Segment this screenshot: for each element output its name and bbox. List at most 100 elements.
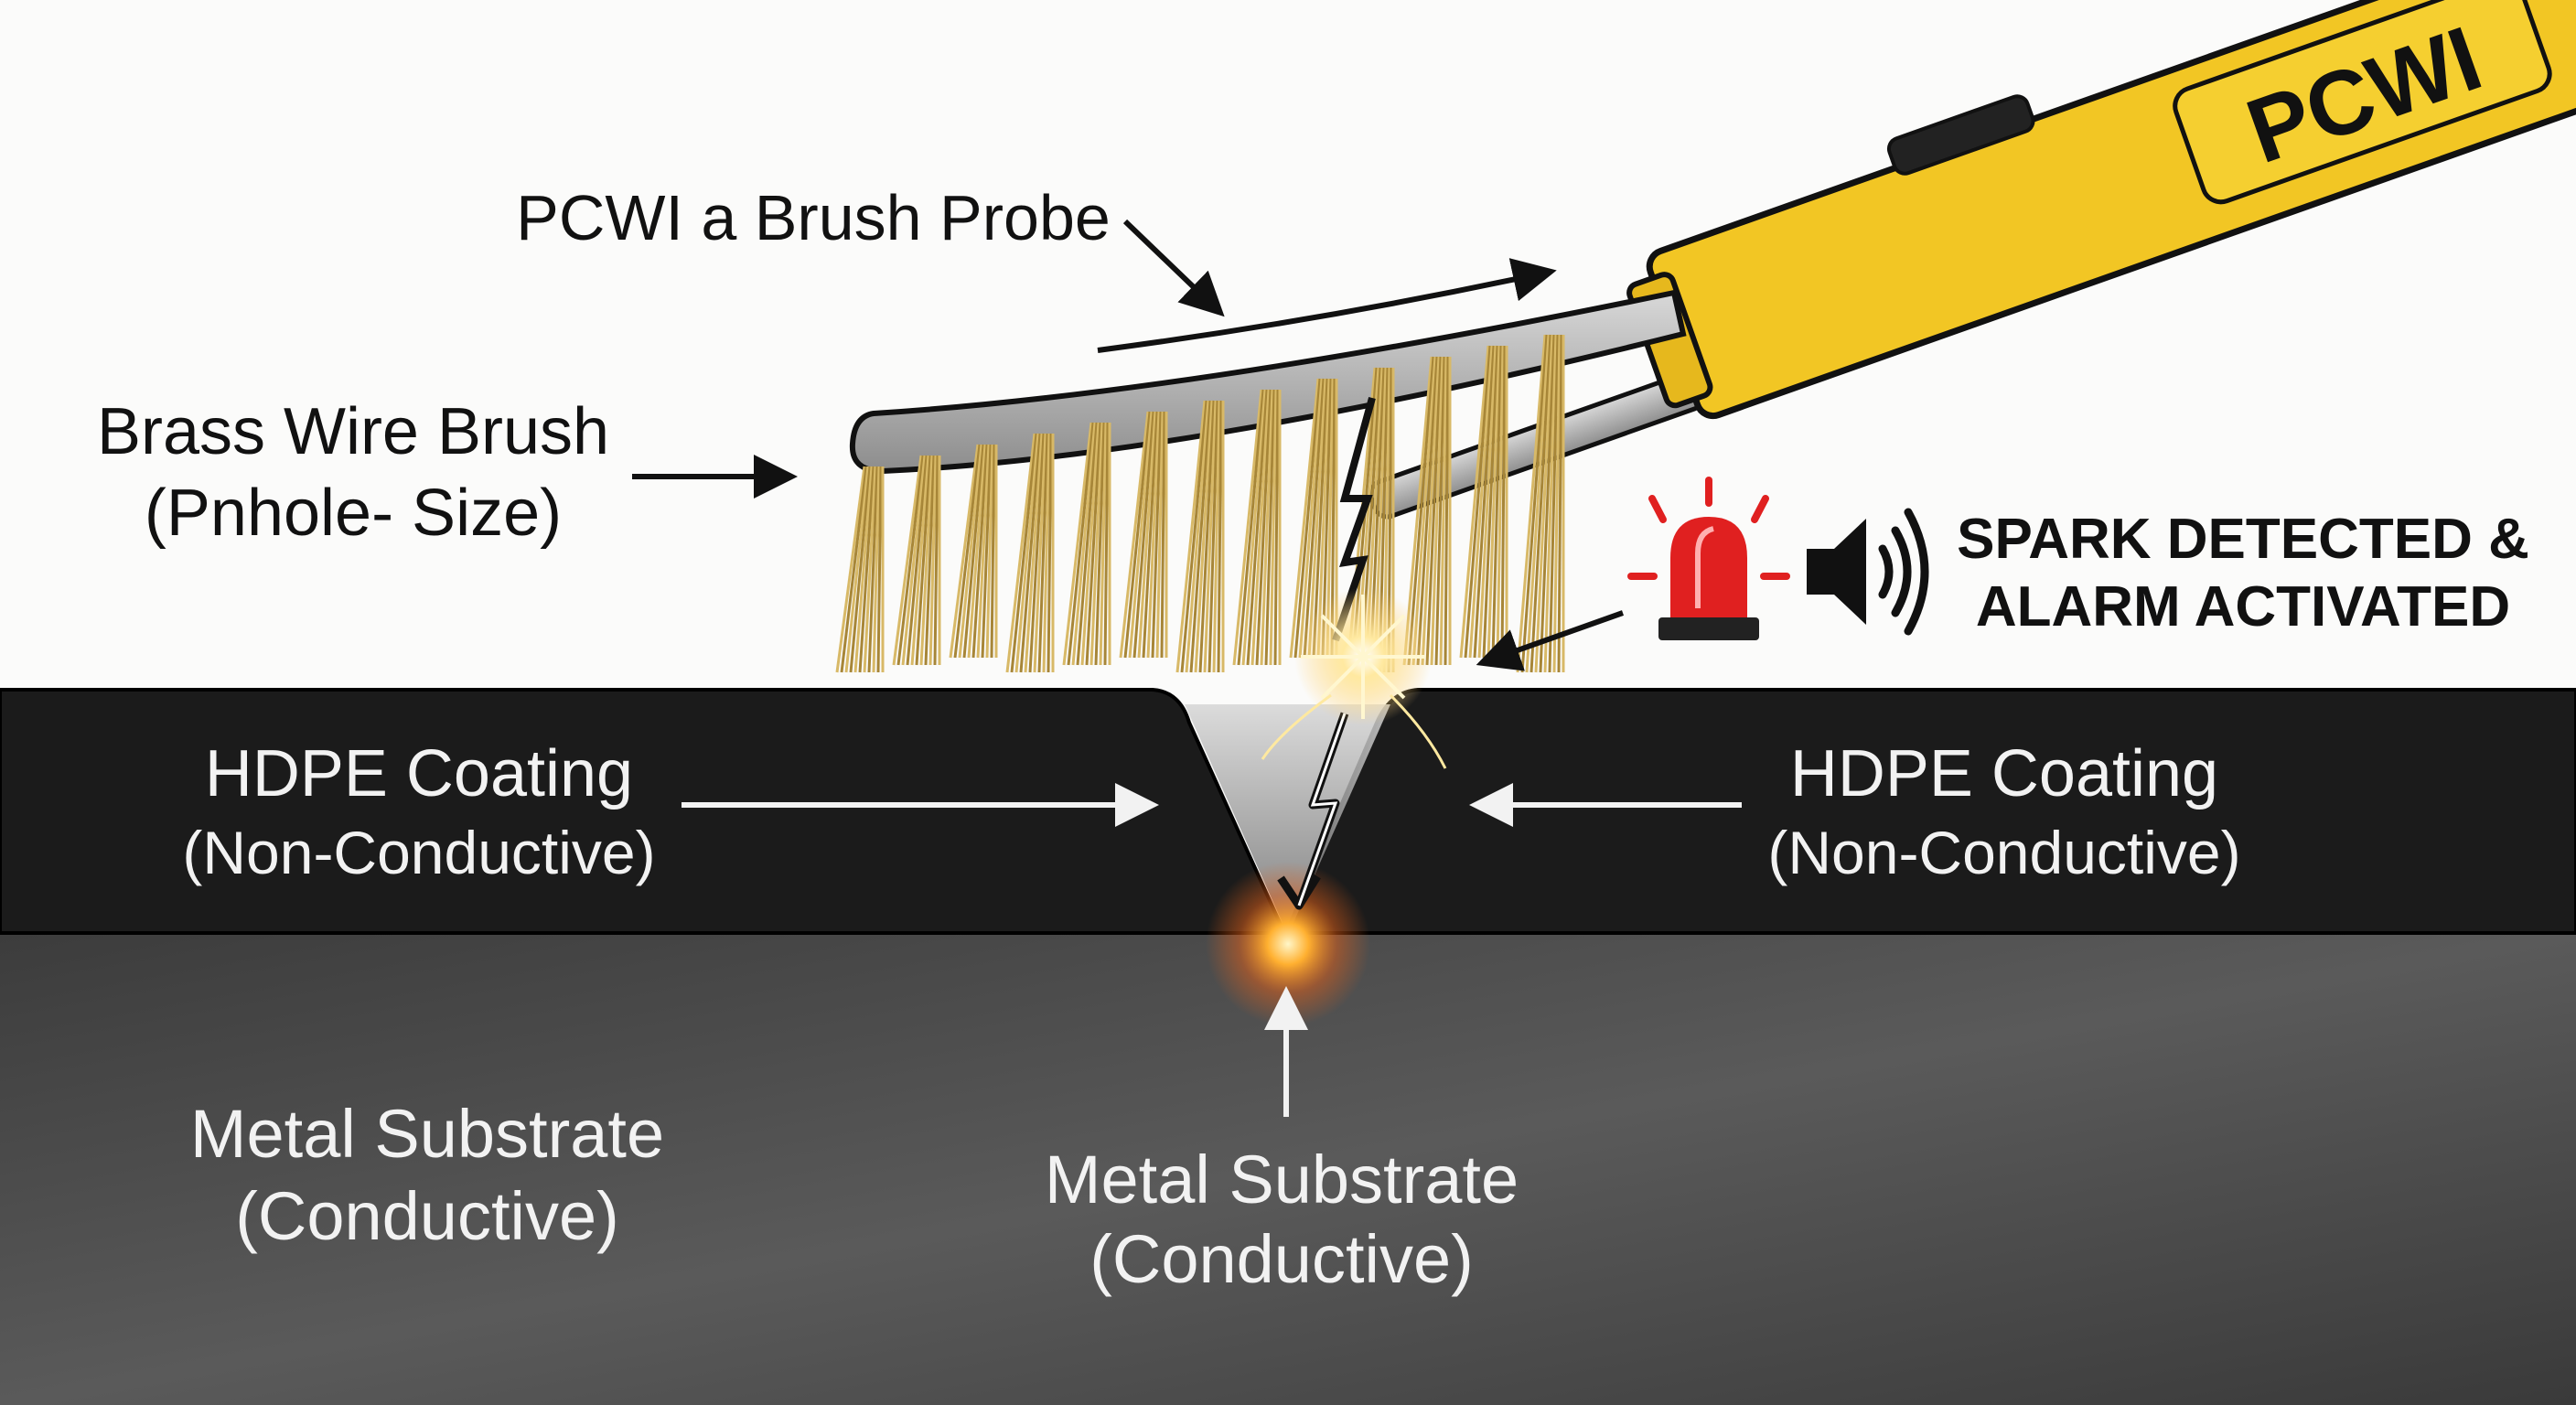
substrate-center-label-line1: Metal Substrate — [1045, 1142, 1519, 1217]
bristle — [906, 455, 928, 666]
bristle — [849, 466, 872, 673]
bristle — [1539, 334, 1556, 673]
bristle — [1198, 400, 1216, 673]
bristle — [1128, 411, 1154, 659]
bristle — [1289, 378, 1320, 659]
bristle — [1089, 422, 1104, 666]
bristle — [1250, 389, 1271, 666]
spark-icon — [1261, 588, 1447, 769]
bristle — [1046, 433, 1053, 673]
spark-pointer-arrow — [1476, 610, 1625, 671]
coating-right-label-line1: HDPE Coating — [1790, 737, 2218, 810]
bristle — [1552, 334, 1562, 673]
bristle — [1482, 345, 1499, 659]
bristle — [1189, 400, 1212, 673]
bristle — [1525, 334, 1551, 673]
bristle — [876, 466, 883, 673]
bristle — [953, 444, 982, 659]
bristle — [1019, 433, 1042, 673]
substrate-left-label-line2: (Conductive) — [235, 1178, 619, 1254]
contact-glow — [1206, 862, 1370, 1026]
bristle — [1530, 334, 1552, 673]
bristle — [1434, 356, 1446, 666]
brush-label-line2: (Pnhole- Size) — [145, 477, 562, 550]
bristle — [919, 455, 934, 666]
bristle — [1459, 345, 1490, 659]
bristle — [1208, 400, 1219, 673]
bristle — [1421, 356, 1441, 666]
bristle — [1175, 400, 1207, 673]
alarm-label-line1: SPARK DETECTED & — [1957, 508, 2529, 571]
bristle — [1076, 422, 1099, 666]
bristle — [958, 444, 983, 659]
bristle — [1491, 345, 1503, 659]
bristle — [1241, 389, 1267, 666]
bristle — [1246, 389, 1269, 666]
bristle — [835, 466, 866, 673]
substrate-left-label-line1: Metal Substrate — [190, 1096, 664, 1172]
bristle — [863, 466, 877, 673]
bristle — [1042, 433, 1051, 673]
bristle — [1260, 389, 1274, 666]
bristle — [1298, 378, 1324, 659]
bristle — [1151, 411, 1163, 659]
bristle — [1103, 422, 1110, 666]
bristle — [933, 455, 939, 666]
bristle — [844, 466, 870, 673]
bristle — [1123, 411, 1152, 659]
bristle — [1037, 433, 1049, 673]
bristle — [1534, 334, 1554, 673]
speaker-sound-icon — [1807, 508, 1929, 636]
bristle — [1137, 411, 1157, 659]
bristle — [1142, 411, 1159, 659]
bristle — [1411, 356, 1437, 666]
coating-left-label-line1: HDPE Coating — [205, 737, 633, 810]
bristle — [967, 444, 987, 659]
bristle — [1132, 411, 1155, 659]
bristle — [1487, 345, 1501, 659]
bristle — [1473, 345, 1496, 659]
coating-left-label-line2: (Non-Conductive) — [182, 819, 655, 886]
bristle — [1010, 433, 1038, 673]
bristle — [1080, 422, 1100, 666]
probe-motion-arrow — [1097, 258, 1557, 353]
bristle — [1085, 422, 1102, 666]
bristle — [990, 444, 996, 659]
bristle — [1180, 400, 1208, 673]
bristle — [892, 455, 923, 666]
probe-label: PCWI a Brush Probe — [516, 182, 1111, 253]
lightning-bolt-icon — [1332, 396, 1376, 642]
bristle — [1237, 389, 1265, 666]
bristle — [867, 466, 879, 673]
bristle — [1255, 389, 1272, 666]
bristle — [971, 444, 989, 659]
bristle — [1033, 433, 1047, 673]
bristle — [858, 466, 875, 673]
bristle — [896, 455, 925, 666]
bristle — [924, 455, 936, 666]
bristle — [1014, 433, 1040, 673]
bristle — [985, 444, 994, 659]
bristle — [928, 455, 938, 666]
bristle — [910, 455, 930, 666]
bristle — [901, 455, 927, 666]
bristle — [1416, 356, 1439, 666]
bristle — [1160, 411, 1166, 659]
bristle — [1067, 422, 1095, 666]
bristle — [1203, 400, 1218, 673]
bristle — [1185, 400, 1210, 673]
siren-icon — [1627, 477, 1790, 640]
bristle — [1496, 345, 1505, 659]
bristle — [1464, 345, 1492, 659]
bristle — [1024, 433, 1044, 673]
brush-label-line1: Brass Wire Brush — [97, 395, 609, 468]
bristle — [1439, 356, 1448, 666]
bristle — [962, 444, 985, 659]
bristle — [853, 466, 874, 673]
bristle — [1062, 422, 1093, 666]
bristle — [1217, 400, 1223, 673]
bristle — [1028, 433, 1046, 673]
bristle — [840, 466, 868, 673]
bristle — [1500, 345, 1507, 659]
